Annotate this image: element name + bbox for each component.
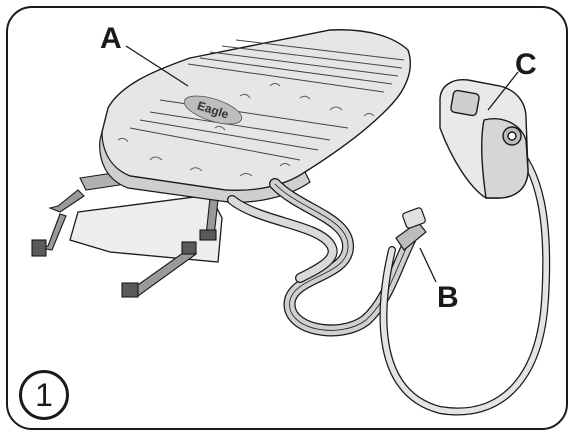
mattress-cells [129,39,405,161]
mattress-body [101,29,411,192]
callout-label-b: B [437,281,459,314]
leader-line-c [487,71,519,111]
strap-buckle [121,282,139,298]
strap-buckle [31,239,47,257]
air-pump [439,79,529,199]
strap-buckle [199,229,217,241]
callout-label-c: C [515,48,537,81]
leader-line-a [125,45,189,87]
strap-left-lower [39,213,67,251]
leader-lines [125,45,519,283]
mattress-base-sheet [69,194,223,263]
step-number-badge: 1 [19,370,69,420]
strap-buckle [181,241,197,255]
leader-line-b [419,247,437,283]
strap-left-upper [48,189,85,213]
hose-connector [395,207,427,251]
mattress-side [99,131,311,203]
pump-hose [379,140,551,416]
step-number: 1 [35,376,53,413]
mattress-wrinkles [117,83,375,177]
callout-label-a: A [100,22,122,55]
pump-display [450,89,480,117]
brand-logo: Eagle [183,95,243,125]
